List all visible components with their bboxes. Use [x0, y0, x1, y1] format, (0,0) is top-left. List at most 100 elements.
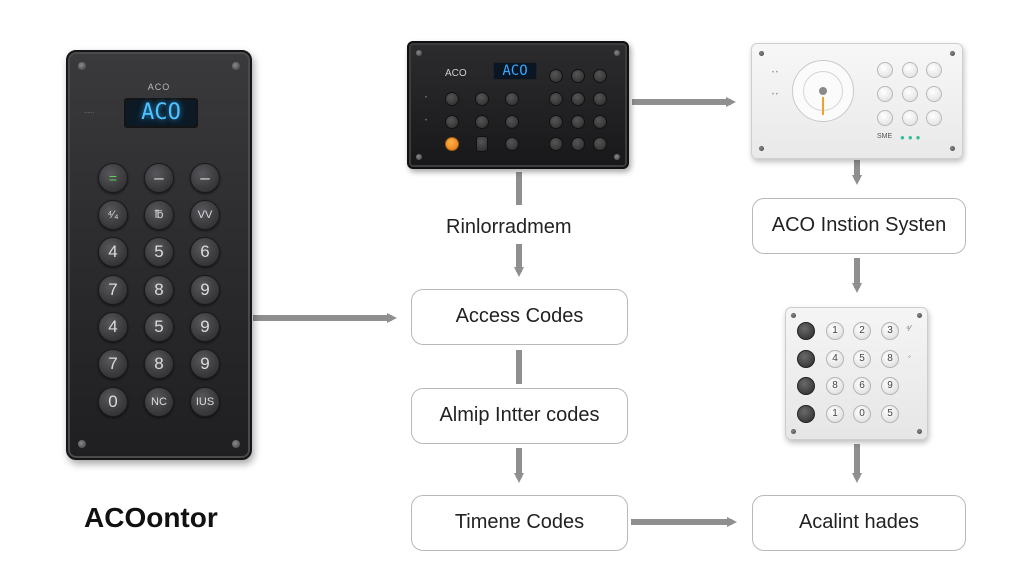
panel-key[interactable] — [902, 110, 918, 126]
panel-key[interactable] — [877, 110, 893, 126]
panel-key[interactable] — [877, 62, 893, 78]
panel-key[interactable] — [549, 115, 563, 129]
panel-tick-icon: • • — [772, 70, 778, 76]
keypad-key[interactable]: 7 — [98, 349, 128, 379]
panel-key[interactable] — [475, 92, 489, 106]
keypad-function-key[interactable] — [797, 405, 815, 423]
panel-key[interactable] — [902, 86, 918, 102]
panel-key[interactable] — [593, 115, 607, 129]
keypad-key[interactable]: 5 — [853, 350, 871, 368]
dial-control[interactable] — [792, 60, 854, 122]
timeng-codes-box: Timenɐ Codes — [411, 495, 628, 551]
panel-brand: ACO — [445, 68, 467, 79]
panel-label: SME — [877, 133, 893, 140]
panel-key[interactable] — [505, 92, 519, 106]
process-label: Rinlorradmem — [446, 216, 572, 238]
panel-key[interactable] — [475, 115, 489, 129]
device-brand: ACO — [147, 82, 171, 92]
keypad-key[interactable]: 9 — [190, 349, 220, 379]
keypad-key[interactable]: ⁴⁄₄ — [98, 200, 128, 230]
panel-key[interactable] — [549, 92, 563, 106]
panel-key[interactable] — [902, 62, 918, 78]
acalint-hades-box: Acalint hades — [752, 495, 966, 551]
screw-icon — [917, 429, 922, 434]
screw-icon — [416, 50, 422, 56]
panel-key[interactable] — [593, 92, 607, 106]
white-control-panel: • • • • SME ●●● — [751, 43, 963, 159]
keypad-key[interactable]: 9 — [190, 275, 220, 305]
screw-icon — [917, 313, 922, 318]
dial-needle-icon — [822, 97, 824, 115]
screw-icon — [791, 313, 796, 318]
panel-key[interactable] — [926, 110, 942, 126]
panel-key[interactable] — [593, 69, 607, 83]
keypad-key[interactable]: 8 — [144, 349, 174, 379]
screw-icon — [950, 146, 955, 151]
keypad-key[interactable]: 5 — [144, 312, 174, 342]
panel-key[interactable] — [445, 115, 459, 129]
keypad-key[interactable]: – — [190, 163, 220, 193]
keypad-key[interactable]: 6 — [853, 377, 871, 395]
panel-key[interactable] — [926, 62, 942, 78]
panel-dot-icon: • — [425, 95, 428, 101]
keypad-function-key[interactable] — [797, 322, 815, 340]
panel-key[interactable] — [571, 115, 585, 129]
keypad-mark-icon: ◦ — [908, 352, 911, 361]
panel-key[interactable] — [593, 137, 607, 151]
keypad-key[interactable]: 0 — [853, 405, 871, 423]
keypad-key[interactable]: 1 — [826, 322, 844, 340]
panel-key[interactable] — [926, 86, 942, 102]
keypad-key[interactable]: 8 — [826, 377, 844, 395]
panel-key[interactable] — [505, 115, 519, 129]
screw-icon — [759, 146, 764, 151]
keypad-key[interactable]: 4 — [826, 350, 844, 368]
panel-dot-icon: • — [425, 118, 428, 124]
screw-icon — [232, 440, 240, 448]
panel-display: ACO — [493, 62, 537, 80]
dark-control-panel: ACO ACO • • — [407, 41, 629, 169]
keypad-function-key[interactable] — [797, 377, 815, 395]
screw-icon — [791, 429, 796, 434]
screw-icon — [614, 154, 620, 160]
keypad-key[interactable]: 9 — [881, 377, 899, 395]
dial-center-icon — [819, 87, 827, 95]
screw-icon — [78, 62, 86, 70]
keypad-key[interactable]: VV — [190, 200, 220, 230]
panel-key[interactable] — [571, 137, 585, 151]
keypad-key[interactable]: 6 — [190, 237, 220, 267]
device-display: ACO — [124, 98, 198, 128]
keypad-key[interactable]: 4 — [98, 237, 128, 267]
panel-key[interactable] — [877, 86, 893, 102]
panel-key[interactable] — [505, 137, 519, 151]
panel-key[interactable] — [549, 137, 563, 151]
keypad-key[interactable]: 5 — [144, 237, 174, 267]
panel-key[interactable] — [476, 136, 488, 152]
panel-key[interactable] — [571, 69, 585, 83]
keypad-key[interactable]: ℔ — [144, 200, 174, 230]
keypad-key[interactable]: 0 — [98, 387, 128, 417]
panel-key[interactable] — [571, 92, 585, 106]
keypad-key[interactable]: 7 — [98, 275, 128, 305]
keypad-key[interactable]: 2 — [853, 322, 871, 340]
keypad-key[interactable]: 4 — [98, 312, 128, 342]
keypad-key[interactable]: IUS — [190, 387, 220, 417]
keypad-key[interactable]: 8 — [881, 350, 899, 368]
keypad-key[interactable]: 8 — [144, 275, 174, 305]
keypad-key[interactable]: – — [144, 163, 174, 193]
screw-icon — [759, 51, 764, 56]
keypad-key[interactable]: 9 — [190, 312, 220, 342]
keypad-key[interactable]: 3 — [881, 322, 899, 340]
keypad-key[interactable]: NC — [144, 387, 174, 417]
keypad-key[interactable]: 5 — [881, 405, 899, 423]
tall-keypad-device: ACO ...... ACO = – – ⁴⁄₄ ℔ VV 4 5 6 7 8 … — [66, 50, 252, 460]
device-side-label: ...... — [84, 109, 95, 115]
panel-key[interactable] — [549, 69, 563, 83]
keypad-key[interactable]: 1 — [826, 405, 844, 423]
keypad-mark-icon: ⁴⁄ — [906, 324, 911, 333]
orange-button[interactable] — [445, 137, 459, 151]
panel-tick-icon: • • — [772, 92, 778, 98]
panel-key[interactable] — [445, 92, 459, 106]
keypad-function-key[interactable] — [797, 350, 815, 368]
keypad-key[interactable]: = — [98, 163, 128, 193]
